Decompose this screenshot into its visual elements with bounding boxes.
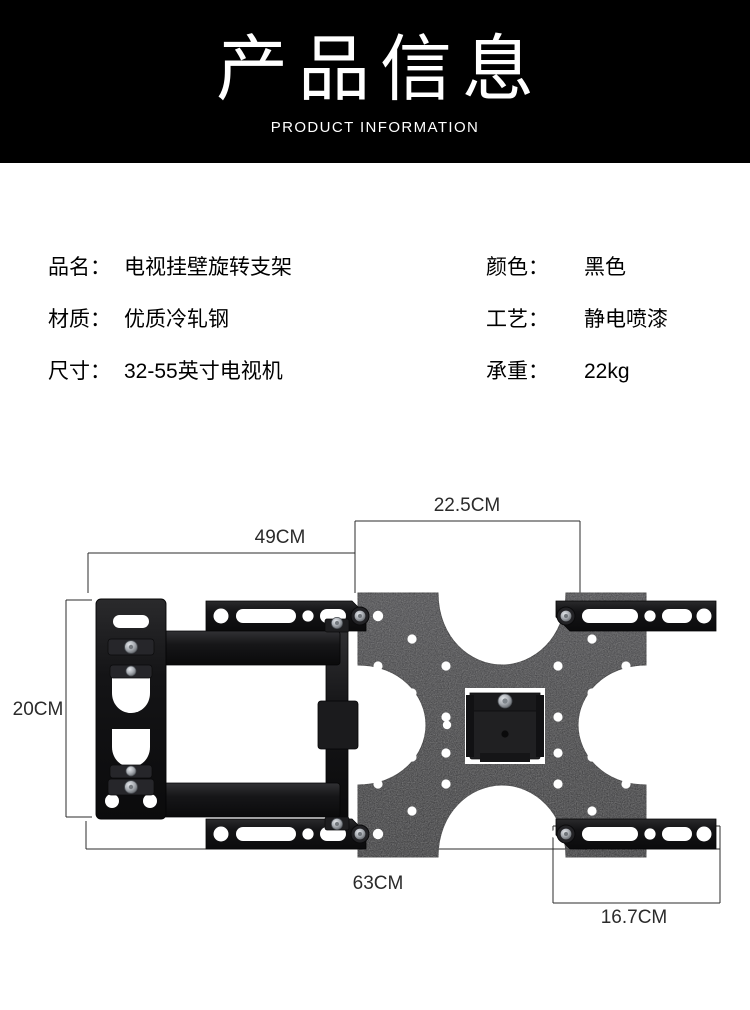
spec-label: 品名： — [48, 256, 111, 279]
plate-pivot-column — [317, 624, 359, 826]
dimension-49cm — [87, 552, 355, 593]
dimension-label-49cm: 49CM — [255, 527, 306, 548]
wall-plate-hinge-mid-bottom — [109, 764, 153, 779]
spec-value: 优质冷轧钢 — [124, 308, 229, 331]
page-subtitle: PRODUCT INFORMATION — [270, 118, 480, 136]
vesa-hole-pattern — [372, 610, 632, 840]
spec-column-right: 颜色： 黑色 工艺： 静电喷漆 承重： 22kg — [486, 251, 668, 407]
spec-row-material: 材质： 优质冷轧钢 — [48, 303, 292, 333]
pivot-bolt-lower-right — [324, 816, 350, 831]
spec-column-left: 品名： 电视挂壁旋转支架 材质： 优质冷轧钢 尺寸： 32-55英寸电视机 — [48, 251, 292, 407]
spec-label: 承重： — [486, 360, 549, 383]
product-dimension-diagram: 22.5CM 49CM 20CM 63CM 16.7CM — [0, 453, 750, 1010]
pivot-bolt-upper-right — [324, 617, 350, 633]
spec-value: 静电喷漆 — [584, 308, 668, 331]
dimension-label-22-5cm: 22.5CM — [434, 495, 501, 516]
dimension-label-16-7cm: 16.7CM — [601, 907, 668, 928]
header-banner: 产品信息 PRODUCT INFORMATION — [0, 0, 750, 163]
spec-label: 材质： — [48, 308, 111, 331]
spec-row-color: 颜色： 黑色 — [486, 251, 668, 281]
dimension-label-63cm: 63CM — [353, 873, 404, 894]
spec-value: 22kg — [584, 360, 630, 383]
dimension-20cm — [65, 599, 92, 818]
spec-row-size: 尺寸： 32-55英寸电视机 — [48, 355, 292, 385]
specification-table: 品名： 电视挂壁旋转支架 材质： 优质冷轧钢 尺寸： 32-55英寸电视机 颜色… — [0, 163, 750, 453]
spec-row-process: 工艺： 静电喷漆 — [486, 303, 668, 333]
spec-label: 尺寸： — [48, 360, 111, 383]
wall-plate-hinge-bottom — [107, 778, 155, 796]
page-title: 产品信息 — [215, 29, 544, 110]
extension-arm-top-right — [555, 600, 717, 632]
spec-label: 工艺： — [486, 308, 549, 331]
spec-value: 电视挂壁旋转支架 — [124, 256, 292, 279]
extension-arm-bottom-right — [555, 818, 717, 850]
spec-row-load-capacity: 承重： 22kg — [486, 355, 668, 385]
wall-mounting-plate — [95, 598, 167, 820]
wall-plate-hinge-mid-top — [109, 664, 153, 679]
wall-plate-hinge-top — [107, 638, 155, 656]
arm-pivot-bolts — [324, 617, 350, 831]
dimension-22-5cm — [354, 520, 581, 593]
spec-value: 32-55英寸电视机 — [124, 360, 283, 383]
spec-row-product-name: 品名： 电视挂壁旋转支架 — [48, 251, 292, 281]
dimension-label-20cm: 20CM — [13, 699, 64, 720]
vesa-mounting-plate — [357, 592, 647, 858]
spec-label: 颜色： — [486, 256, 549, 279]
tilt-mechanism — [465, 688, 545, 764]
spec-value: 黑色 — [584, 256, 626, 279]
